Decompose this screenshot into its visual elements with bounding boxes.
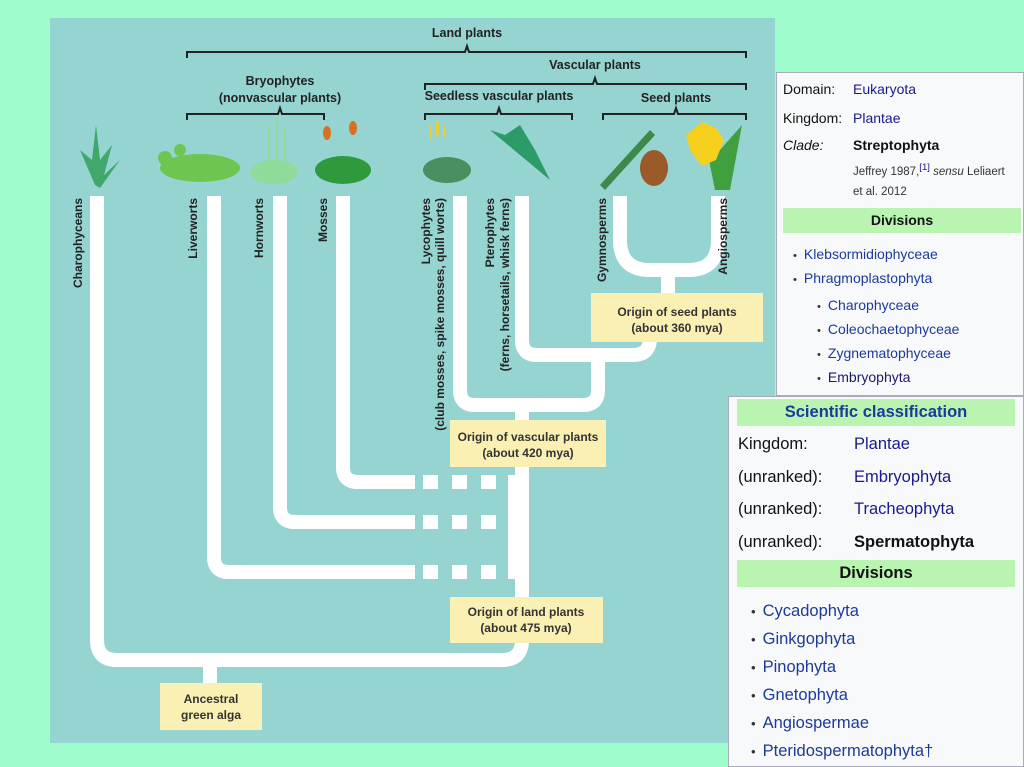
clade-value: Streptophyta [853,137,940,153]
subdivision-link[interactable]: Zygnematophyceae [817,345,951,361]
label-liverworts: Liverworts [186,198,200,259]
row-label: (unranked): [738,533,823,551]
label-seed-plants: Seed plants [641,91,711,105]
label-pterophytes-sub: (ferns, horsetails, whisk ferns) [498,198,512,371]
label-vascular-plants: Vascular plants [549,58,641,72]
link-tracheophyta[interactable]: Tracheophyta [854,500,955,518]
diagram-background [50,18,775,743]
label-pterophytes: Pterophytes [483,198,497,268]
node-seed-title: Origin of seed plants [617,305,737,319]
citation-ref-link[interactable]: [1] [919,162,930,173]
citation-sensu: sensu [933,165,964,178]
label-hornworts: Hornworts [252,198,266,258]
spermatophyta-infobox: Scientific classification Kingdom: Planta… [728,396,1024,767]
division-link[interactable]: Phragmoplastophyta [793,270,932,286]
label-angiosperms: Angiosperms [716,198,730,275]
subdivision-link[interactable]: Charophyceae [817,297,919,313]
dashed-connections [423,475,522,579]
tree-branches [90,196,725,686]
label-bryophytes: Bryophytes [246,74,315,88]
row-label: Kingdom: [783,110,843,126]
citation: Jeffrey 1987,[1] sensu Leliaert [853,162,1005,178]
spermatophyta-value: Spermatophyta [854,533,975,551]
division-link[interactable]: Pinophyta [751,658,836,677]
node-ancestral-2: green alga [181,708,241,722]
division-link[interactable]: Pteridospermatophyta† [751,742,934,761]
division-link[interactable]: Ginkgophyta [751,630,856,649]
streptophyta-infobox: Domain: Eukaryota Kingdom: Plantae Clade: S… [776,72,1024,396]
citation-author: Leliaert [967,165,1005,178]
label-mosses: Mosses [316,198,330,242]
citation-year: et al. 2012 [853,186,907,198]
divisions-header: Divisions [737,560,1015,587]
label-gymnosperms: Gymnosperms [595,198,609,282]
row-label: Kingdom: [738,435,808,453]
label-lycophytes-sub: (club mosses, spike mosses, quill worts) [433,198,447,431]
label-land-plants: Land plants [432,26,502,40]
division-link[interactable]: Angiospermae [751,714,869,733]
row-label: Domain: [783,81,836,97]
label-charophyceans: Charophyceans [71,198,85,288]
link-embryophyta[interactable]: Embryophyta [854,468,952,486]
node-vascular-date: (about 420 mya) [482,446,573,460]
node-seed-date: (about 360 mya) [631,321,722,335]
node-boxes [160,293,763,730]
subdivision-link[interactable]: Coleochaetophyceae [817,321,960,337]
subdivision-link[interactable]: Embryophyta [817,369,910,385]
node-land-date: (about 475 mya) [480,621,571,635]
scientific-classification-header: Scientific classification [737,399,1015,426]
node-ancestral-1: Ancestral [184,692,239,706]
label-bryophytes-sub: (nonvascular plants) [219,91,341,105]
node-land-title: Origin of land plants [468,605,585,619]
row-label: (unranked): [738,468,823,486]
label-lycophytes: Lycophytes [419,198,433,265]
plant-illustrations [80,120,742,190]
division-link[interactable]: Klebsormidiophyceae [793,246,938,262]
division-link[interactable]: Cycadophyta [751,602,859,621]
citation-text: Jeffrey 1987, [853,165,920,178]
node-vascular-title: Origin of vascular plants [458,430,599,444]
link-plantae[interactable]: Plantae [854,435,910,453]
division-link[interactable]: Gnetophyta [751,686,848,705]
link-eukaryota[interactable]: Eukaryota [853,81,917,97]
link-plantae[interactable]: Plantae [853,110,901,126]
row-label: (unranked): [738,500,823,518]
divisions-header: Divisions [783,208,1021,233]
row-label: Clade: [783,137,824,153]
group-braces [186,42,747,120]
label-seedless: Seedless vascular plants [425,89,574,103]
